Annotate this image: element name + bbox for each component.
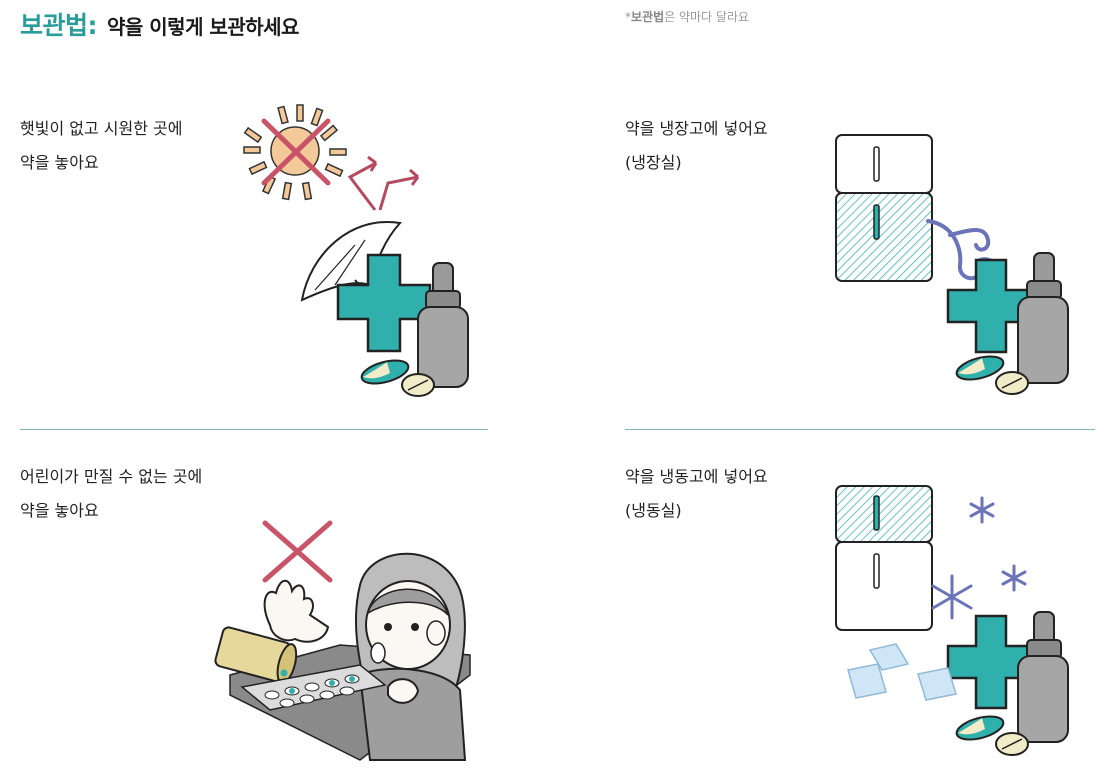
freezer-illustration (835, 485, 1069, 756)
refrigerator-illustration (835, 134, 1069, 395)
page-title: 보관법: (20, 11, 98, 40)
cell-refrigerator-text: 약을 냉장고에 넣어요 (냉장실) (625, 112, 768, 180)
cell-line: 약을 냉장고에 넣어요 (625, 119, 768, 138)
storage-note: *보관법은 약마다 달라요 (625, 8, 749, 25)
sun-umbrella-illustration (243, 104, 469, 397)
cell-line: (냉장실) (625, 153, 682, 172)
cell-line: 어린이가 만질 수 없는 곳에 (20, 467, 203, 486)
cell-line: 약을 냉동고에 넣어요 (625, 467, 768, 486)
page-header: 보관법: 약을 이렇게 보관하세요 (20, 6, 299, 42)
note-bold: 보관법 (631, 10, 665, 24)
page-subtitle: 약을 이렇게 보관하세요 (107, 15, 299, 39)
cell-child-safe-text: 어린이가 만질 수 없는 곳에 약을 놓아요 (20, 460, 202, 528)
note-rest: 은 약마다 달라요 (664, 10, 750, 24)
cell-line: 햇빛이 없고 시원한 곳에 (20, 119, 183, 138)
cell-line: (냉동실) (625, 501, 682, 520)
divider-left (20, 429, 488, 430)
cell-line: 약을 놓아요 (20, 501, 99, 520)
note-mark: * (625, 10, 631, 24)
cell-freezer-text: 약을 냉동고에 넣어요 (냉동실) (625, 460, 768, 528)
cell-cool-dark-text: 햇빛이 없고 시원한 곳에 약을 놓아요 (20, 112, 182, 180)
divider-right (625, 429, 1095, 430)
cell-line: 약을 놓아요 (20, 153, 99, 172)
child-reach-illustration (214, 520, 471, 761)
